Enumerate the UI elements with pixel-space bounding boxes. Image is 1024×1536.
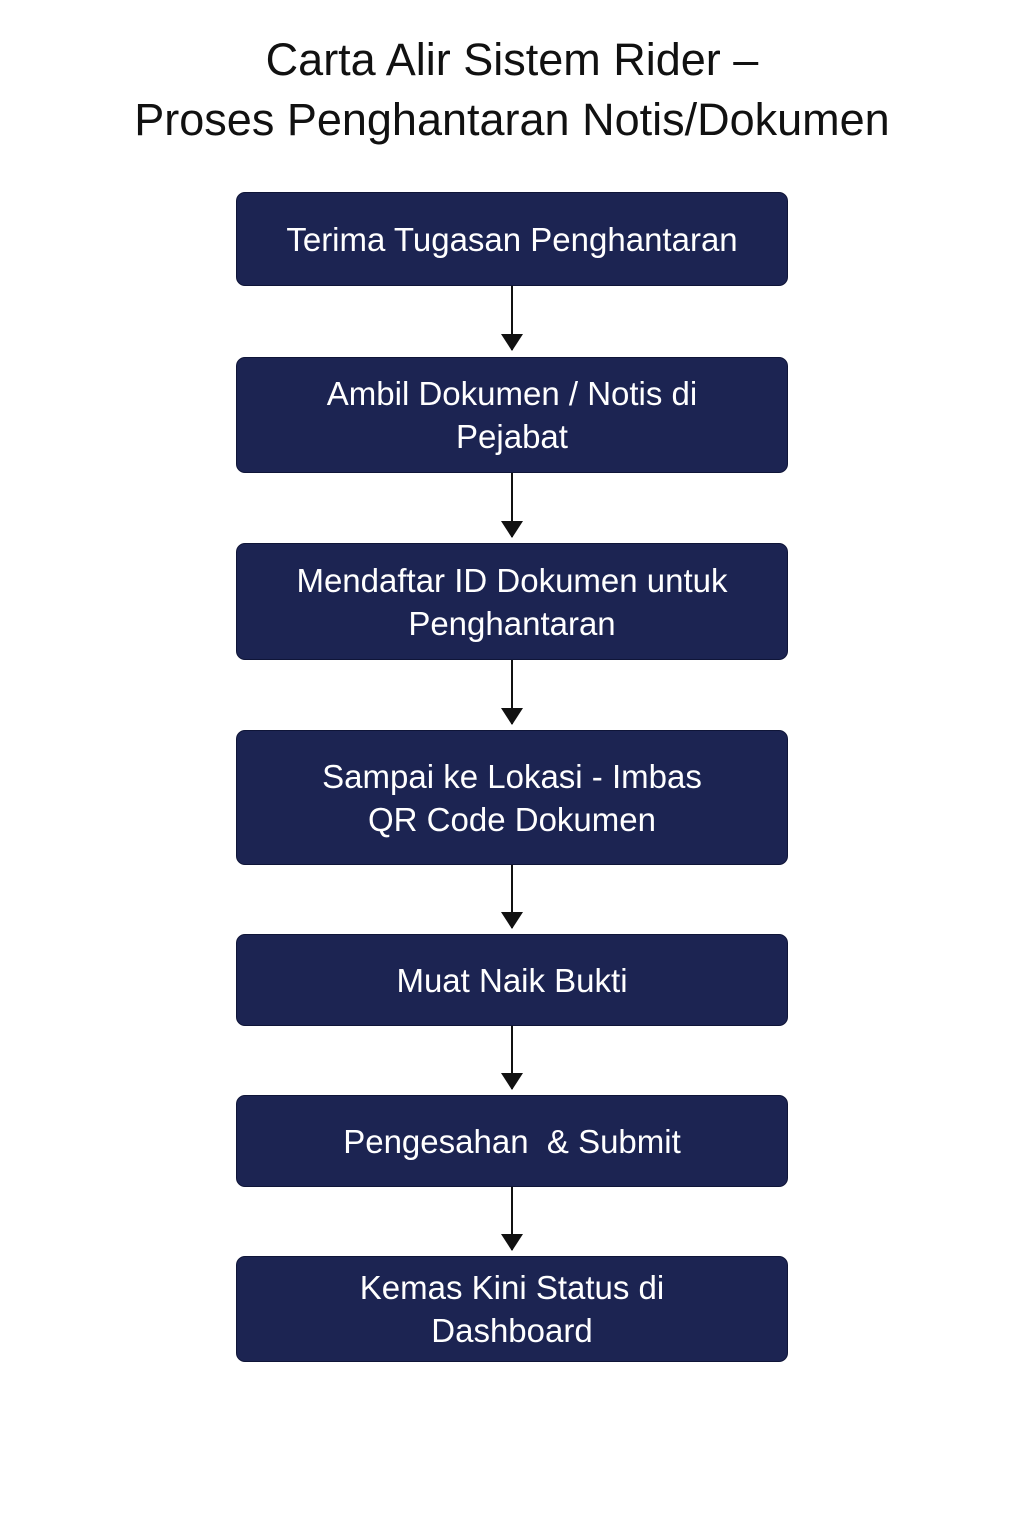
step-1-receive-task: Terima Tugasan Penghantaran: [236, 192, 788, 286]
step-label: Pejabat: [456, 418, 568, 455]
arrow-3-to-4: [501, 660, 523, 725]
step-label: Muat Naik Bukti: [396, 961, 628, 999]
arrow-6-to-7: [501, 1187, 523, 1251]
arrow-4-to-5: [501, 865, 523, 929]
step-label: Sampai ke Lokasi - Imbas: [322, 757, 702, 795]
step-4-scan-qr-code: Sampai ke Lokasi - Imbas QR Code Dokumen: [236, 730, 788, 865]
arrow-2-to-3: [501, 473, 523, 538]
step-label: Mendaftar ID Dokumen untuk: [296, 561, 728, 599]
step-label: Dashboard: [431, 1312, 593, 1349]
step-label: Ambil Dokumen / Notis di: [326, 375, 698, 412]
step-6-verify-submit: Pengesahan & Submit: [236, 1095, 788, 1187]
arrow-1-to-2: [501, 286, 523, 351]
title-line-1: Carta Alir Sistem Rider –: [265, 34, 759, 85]
step-label: Pengesahan & Submit: [343, 1122, 681, 1160]
step-label: QR Code Dokumen: [368, 800, 656, 838]
step-5-upload-proof: Muat Naik Bukti: [236, 934, 788, 1026]
arrow-5-to-6: [501, 1026, 523, 1090]
diagram-title: Carta Alir Sistem Rider – Proses Penghan…: [0, 30, 1024, 150]
step-label: Penghantaran: [408, 604, 616, 642]
step-label: Kemas Kini Status di: [359, 1269, 665, 1306]
step-7-update-dashboard-status: Kemas Kini Status di Dashboard: [236, 1256, 788, 1362]
step-2-collect-document: Ambil Dokumen / Notis di Pejabat: [236, 357, 788, 473]
step-label: Terima Tugasan Penghantaran: [286, 220, 738, 258]
title-line-2: Proses Penghantaran Notis/Dokumen: [134, 94, 890, 145]
step-3-register-document-id: Mendaftar ID Dokumen untuk Penghantaran: [236, 543, 788, 660]
